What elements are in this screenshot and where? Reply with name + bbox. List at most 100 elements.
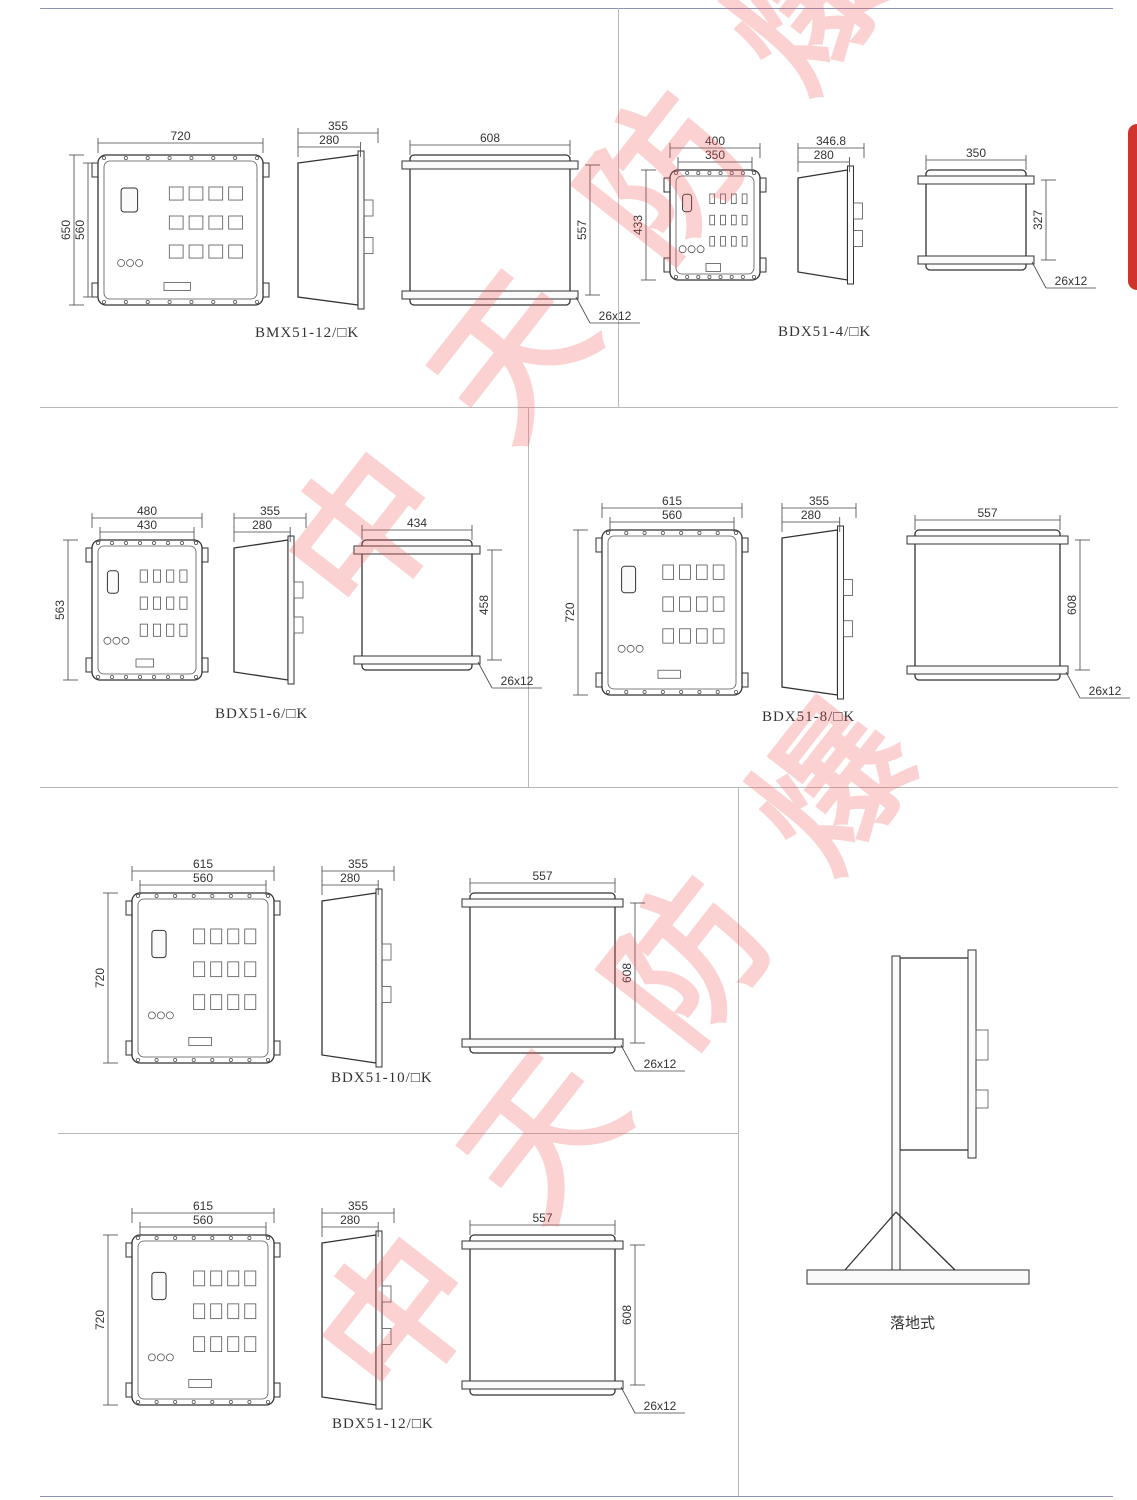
breaker-window (741, 236, 748, 247)
mounting-rail (917, 255, 1035, 265)
divider-vertical-2 (528, 408, 529, 788)
mounting-rail (906, 535, 1069, 545)
dimension-label: 720 (170, 129, 190, 143)
mounting-lug (201, 657, 209, 673)
cover-bolt (102, 299, 107, 304)
dimension-label: 280 (340, 871, 360, 885)
top-enclosure (925, 169, 1027, 271)
dimension-label: 615 (193, 1199, 213, 1213)
indicator-lamp (117, 259, 125, 267)
cover-bolt (191, 1236, 196, 1241)
side-cable-gland (381, 1285, 392, 1303)
breaker-window (166, 623, 175, 637)
cover-bolt (167, 155, 172, 160)
leader-line (620, 1386, 636, 1414)
mounting-rail (401, 160, 579, 170)
cover-bolt (180, 541, 185, 546)
mounting-lug (273, 900, 281, 916)
cover-bolt (173, 894, 178, 899)
mounting-lug (759, 177, 767, 193)
dimension-label: 563 (53, 600, 67, 620)
breaker-window (210, 928, 223, 945)
dimension-label: 608 (620, 1305, 634, 1325)
cover-bolt (606, 689, 611, 694)
breaker-window (168, 186, 184, 201)
cover-bolt (211, 299, 216, 304)
mounting-lug (262, 162, 270, 178)
cover-bolt (152, 541, 157, 546)
breaker-window (210, 994, 223, 1010)
cover-bolt (210, 1236, 215, 1241)
bottom-rule (40, 1496, 1113, 1497)
cover-bolt (228, 1399, 233, 1404)
cover-bolt (752, 171, 757, 176)
cover-bolt (136, 1057, 141, 1062)
breaker-window (227, 1270, 240, 1287)
cover-bolt (733, 689, 738, 694)
mounting-lug (273, 1382, 281, 1398)
side-cable-gland (381, 943, 392, 961)
cover-bolt (660, 689, 665, 694)
breaker-window (244, 928, 257, 945)
dimension-label: 557 (532, 869, 552, 883)
cover-bolt (191, 1399, 196, 1404)
cover-bolt (191, 1057, 196, 1062)
dimension-label: 355 (328, 119, 348, 133)
main-switch-handle (151, 1271, 167, 1301)
breaker-window (227, 1303, 240, 1320)
breaker-window (193, 961, 206, 978)
leader-line (1065, 671, 1081, 699)
cover-bolt (265, 1236, 270, 1241)
dimension-label: 560 (193, 1213, 213, 1227)
breaker-window (720, 214, 726, 226)
dimension-label: 560 (193, 871, 213, 885)
dimension-label: 650 (59, 220, 73, 240)
breaker-window (244, 1303, 257, 1320)
breaker-window (208, 186, 224, 201)
cover-bolt (145, 155, 150, 160)
mounting-lug (741, 672, 749, 688)
section-tab-marker (1128, 124, 1137, 290)
breaker-window (696, 564, 708, 580)
front-enclosure (91, 539, 203, 681)
cover-bolt (193, 674, 198, 679)
dimension-label: 355 (348, 857, 368, 871)
panel-floor-stand: 落地式 (800, 940, 1040, 1340)
top-enclosure (914, 529, 1061, 681)
dimension-label: 480 (137, 504, 157, 518)
side-cable-gland (843, 620, 853, 638)
mounting-lug (201, 547, 209, 563)
cover-bolt (679, 531, 684, 536)
model-label: BDX51-6/□K (215, 706, 309, 722)
mounting-lug (91, 162, 99, 178)
breaker-window (741, 214, 748, 226)
cover-bolt (265, 1399, 270, 1404)
breaker-window (227, 994, 240, 1010)
cover-bolt (167, 299, 172, 304)
cover-bolt (145, 299, 150, 304)
cover-bolt (193, 541, 198, 546)
breaker-window (731, 214, 737, 226)
dimension-label: 560 (73, 220, 87, 240)
stand-post (891, 955, 901, 1279)
stand-brace-left (844, 1211, 897, 1271)
top-enclosure (361, 539, 473, 671)
cover-bolt (733, 531, 738, 536)
breaker-window (244, 994, 257, 1010)
breaker-window (709, 236, 716, 247)
cover-bolt (123, 155, 128, 160)
front-enclosure (97, 154, 264, 306)
breaker-window (188, 244, 204, 259)
cover-bolt (138, 541, 143, 546)
breaker-window (208, 215, 224, 230)
mounting-lug (759, 257, 767, 273)
dimension-label: 280 (319, 133, 339, 147)
leader-line (575, 296, 591, 324)
side-cable-gland (381, 1328, 392, 1345)
mounting-rail (906, 665, 1069, 675)
dimension-label: 400 (705, 134, 725, 148)
breaker-window (662, 628, 675, 644)
